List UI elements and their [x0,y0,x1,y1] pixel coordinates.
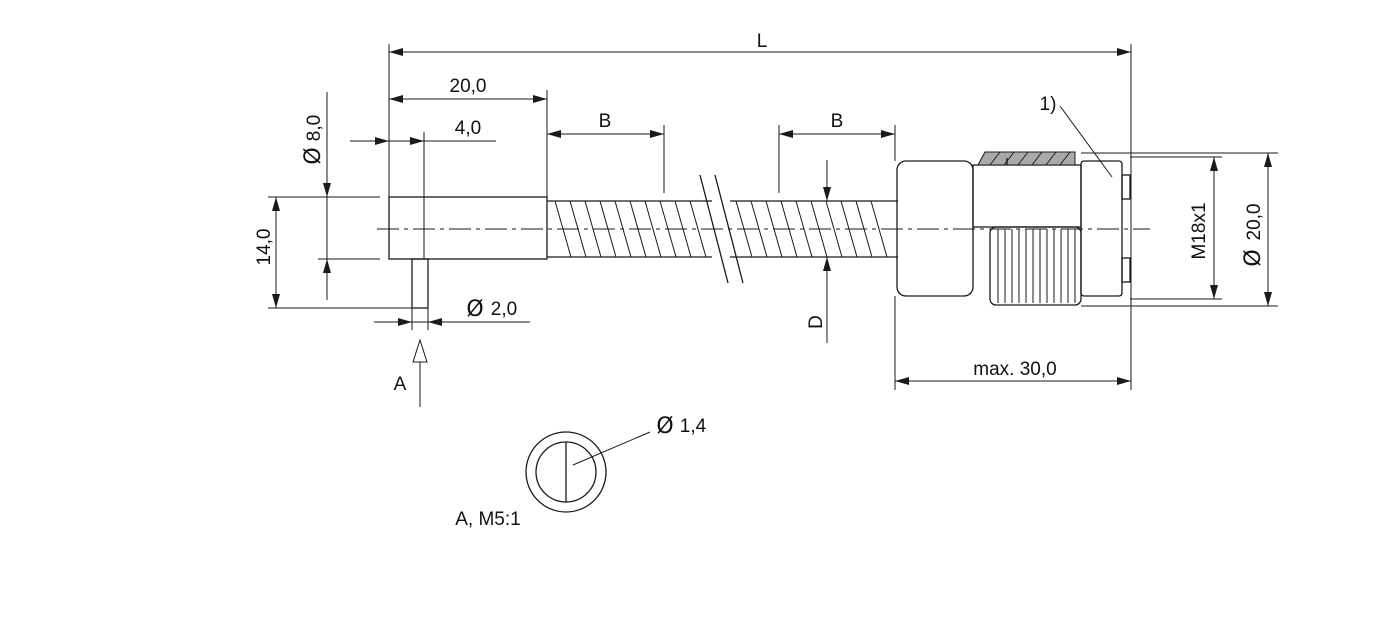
diameter-symbol-icon: Ø [466,297,483,322]
dimension-body-height: 14,0 [254,196,412,309]
label-connector-diameter: 20,0 [1244,204,1265,241]
sensor-head [388,196,548,309]
detail-view-a: Ø 1,4 A, M5:1 [455,414,706,530]
dimension-connector-diameter: Ø 20,0 [1241,153,1272,306]
diameter-symbol-icon: Ø [656,414,673,439]
hose-right-segment [730,200,898,258]
connector [896,151,1278,307]
dimension-body-length: 20,0 [389,76,548,197]
dimension-overall-length: L [388,31,1132,390]
break-marks [699,174,744,284]
label-body-length: 20,0 [450,76,487,97]
label-hose-segment-right: B [831,111,844,132]
label-detail-title: A, M5:1 [455,509,520,530]
dimension-connector-length: max. 30,0 [894,296,1131,390]
dimension-hose-segment-right: B [778,111,896,193]
note-callout: 1) [1040,94,1113,178]
dimension-body-diameter: Ø 8,0 [301,92,380,300]
label-view-arrow: A [394,374,407,395]
label-connector-length: max. 30,0 [973,359,1056,380]
diameter-symbol-icon: Ø [301,147,326,164]
label-body-diameter: 8,0 [304,115,325,141]
dimension-pin-offset: 4,0 [350,118,496,259]
label-overall-length: L [757,31,768,52]
diameter-symbol-icon: Ø [1241,249,1266,266]
label-body-height: 14,0 [254,229,275,266]
label-hose-diameter: D [806,315,827,329]
label-hose-segment-left: B [599,111,612,132]
label-pin-offset: 4,0 [455,118,481,139]
hose-left-segment [547,200,712,258]
label-note: 1) [1040,94,1057,115]
label-thread: M18x1 [1189,202,1210,259]
label-pin-diameter: 2,0 [491,299,517,320]
label-detail-diameter: 1,4 [680,416,707,437]
dimension-pin-diameter: Ø 2,0 [374,297,530,330]
dimension-thread: M18x1 [1189,157,1218,299]
dimension-hose-segment-left: B [547,111,665,193]
dimension-hose-diameter: D [806,160,831,343]
view-arrow-a: A [394,338,428,407]
